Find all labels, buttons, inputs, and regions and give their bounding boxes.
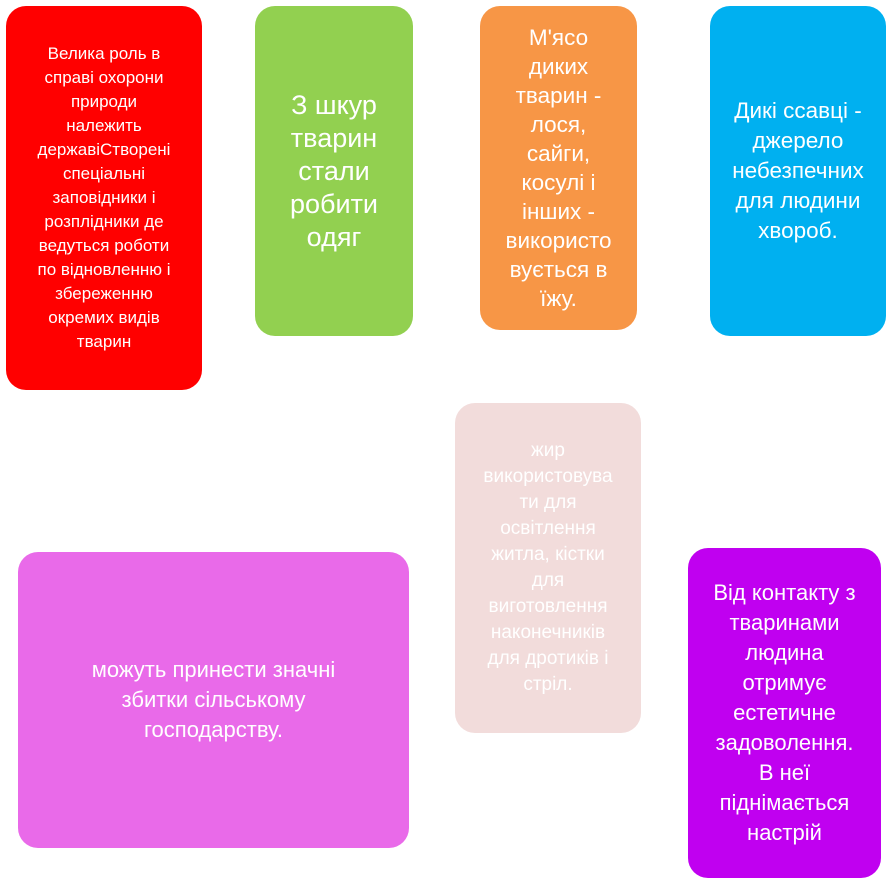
card-state-protection: Велика роль в справі охорони природи нал… — [6, 6, 202, 390]
card-fat-bones-use: жир використовува ти для освітлення житл… — [455, 403, 641, 733]
card-fat-bones-use-text: жир використовува ти для освітлення житл… — [483, 440, 613, 695]
card-meat-food-text: М'ясо диких тварин - лося, сайги, косулі… — [505, 25, 612, 311]
card-disease-source: Дикі ссавці - джерело небезпечних для лю… — [710, 6, 886, 336]
card-aesthetic-pleasure-text: Від контакту з тваринами людина отримує … — [713, 580, 856, 845]
card-skins-clothing: З шкур тварин стали робити одяг — [255, 6, 413, 336]
card-agriculture-damage-text: можуть принести значні збитки сільському… — [91, 657, 336, 742]
card-meat-food: М'ясо диких тварин - лося, сайги, косулі… — [480, 6, 637, 330]
card-state-protection-text: Велика роль в справі охорони природи нал… — [37, 44, 171, 351]
card-aesthetic-pleasure: Від контакту з тваринами людина отримує … — [688, 548, 881, 878]
card-agriculture-damage: можуть принести значні збитки сільському… — [18, 552, 409, 848]
card-skins-clothing-text: З шкур тварин стали робити одяг — [289, 89, 379, 252]
card-disease-source-text: Дикі ссавці - джерело небезпечних для лю… — [732, 98, 864, 243]
